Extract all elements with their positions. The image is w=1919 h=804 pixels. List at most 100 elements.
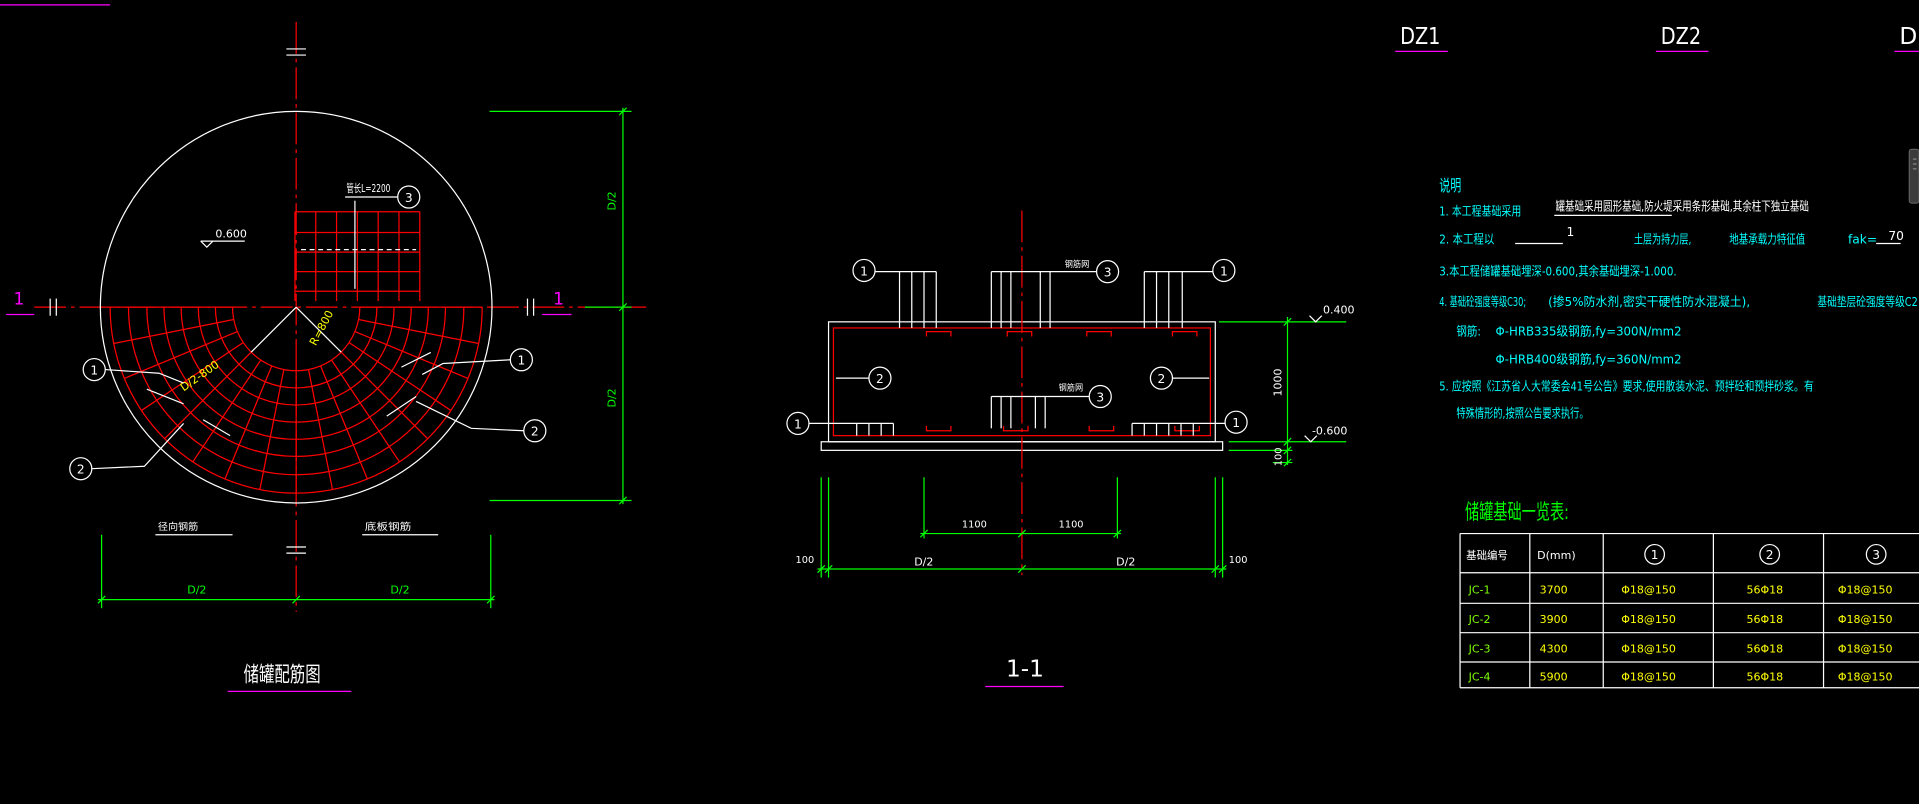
navigation-bar-panel[interactable] — [1908, 148, 1919, 204]
dimension-tick — [1017, 529, 1027, 538]
dimension-text: D/2 — [1116, 555, 1135, 568]
elevation-label: 0.600 — [215, 227, 247, 240]
callout-number: 1 — [90, 363, 98, 377]
dimension-text: D/2 — [606, 388, 619, 407]
radial-bar — [113, 318, 234, 345]
callout-right-lower: 2 — [415, 400, 547, 443]
callout-top-right: 1 — [1212, 258, 1236, 283]
callout-bottom-left: 1 — [786, 411, 810, 436]
callout-bottom-right: 1 — [1224, 410, 1248, 434]
design-notes: 说明 1. 本工程基础采用 罐基础采用圆形基础,防火堤采用条形基础,其余柱下独立… — [1439, 176, 1918, 420]
dimension-text: 100 — [1229, 555, 1248, 566]
dimension-tick — [618, 107, 628, 116]
callout-circle — [1149, 366, 1174, 390]
table-header-callout-circle — [1644, 543, 1666, 565]
dimension-tick — [817, 564, 826, 574]
table-cell-rebar-3: Φ18@150 — [1838, 642, 1893, 655]
dimension-text: D/2 — [390, 584, 409, 597]
dimension-ticks — [97, 107, 628, 604]
dimension-tick — [824, 564, 833, 574]
dimension-text: D/2 — [187, 584, 206, 597]
rebar-hook — [925, 425, 952, 432]
table-cell-rebar-1: Φ18@150 — [1621, 670, 1676, 683]
dimension-tick — [1211, 564, 1220, 574]
table-cell-rebar-1: Φ18@150 — [1621, 613, 1676, 626]
note-2-fak-value: 70 — [1888, 229, 1904, 243]
radial-bar — [340, 351, 429, 440]
callout-leader — [105, 368, 184, 384]
break-mark-bottom — [286, 546, 306, 554]
table-cell-rebar-3: Φ18@150 — [1838, 670, 1893, 683]
table-title: 储罐基础一览表: — [1465, 500, 1569, 524]
break-mark-right — [526, 298, 535, 316]
callout-number: 3 — [405, 191, 413, 205]
radius-leader — [295, 306, 342, 353]
dimension-text: 100 — [796, 555, 815, 566]
dimension-tick — [97, 595, 106, 604]
dimension-tick — [1283, 446, 1292, 455]
detail-header-partial: D — [1899, 23, 1917, 50]
note-1-value: 罐基础采用圆形基础,防火堤采用条形基础,其余柱下独立基础 — [1556, 198, 1809, 213]
navigation-bar[interactable] — [1908, 148, 1919, 204]
note-5-continued: 特殊情形的,按照公告要求执行。 — [1456, 405, 1588, 420]
section-view: 1 3 1 2 2 3 1 1 钢筋网 钢筋网 — [786, 210, 1354, 688]
rebar-marker — [146, 388, 184, 405]
rebar-hook — [1088, 425, 1115, 432]
radial-bar — [358, 318, 479, 345]
note-4-b: (掺5%防水剂,密实干硬性防水混凝土), — [1548, 294, 1750, 309]
callout-circle — [1095, 260, 1120, 284]
table-cell-diameter: 5900 — [1540, 670, 1568, 683]
rebar-marker — [401, 351, 432, 368]
callout-leader — [421, 359, 511, 376]
tank-outline-circle — [99, 110, 493, 504]
plan-view: 1 1 管长L=2200 3 0.600 R=800 D/2-800 1 — [6, 22, 647, 693]
callout-number: 2 — [1158, 372, 1166, 386]
height-dimension-text: 1000 — [1271, 368, 1284, 396]
rebar-markers — [146, 351, 432, 437]
dimension-text: 1100 — [1059, 519, 1084, 530]
callout-number: 2 — [876, 372, 884, 386]
table-cell-rebar-1: Φ18@150 — [1621, 584, 1676, 597]
callout-circle — [397, 185, 421, 209]
plan-title: 储罐配筋图 — [244, 663, 321, 687]
callout-mid-right: 2 — [1149, 366, 1174, 390]
table-cell-diameter: 3900 — [1540, 613, 1568, 626]
ring-bar — [231, 307, 361, 372]
table-cell-id: JC-3 — [1468, 642, 1491, 655]
note-5: 5. 应按照《江苏省人大常委会41号公告》要求,使用散装水泥、预拌砼和预拌砂浆。… — [1439, 378, 1813, 393]
section-mark-right: 1 — [542, 290, 572, 316]
table-cell-id: JC-2 — [1468, 613, 1491, 626]
callout-leader — [91, 423, 185, 470]
callout-number: 3 — [1104, 266, 1112, 280]
rebar-hook — [1002, 425, 1029, 432]
section-mark-number: 1 — [13, 290, 24, 310]
callout-left-upper: 1 — [82, 357, 184, 384]
table-cell-rebar-3: Φ18@150 — [1838, 584, 1893, 597]
callout-left-lower: 2 — [69, 423, 185, 481]
detail-header-dz1: DZ1 — [1400, 23, 1440, 50]
note-rebar-label: 钢筋: — [1456, 323, 1480, 338]
table-header-callout-circle — [1865, 543, 1887, 565]
rebar-hooks — [925, 331, 1200, 432]
callout-number: 1 — [517, 354, 525, 368]
dimension-tick — [1218, 564, 1227, 574]
detail-header-dz2: DZ2 — [1661, 23, 1701, 50]
rebar-hook — [1174, 425, 1200, 432]
dimension-tick — [618, 303, 628, 312]
note-2-layer: 1 — [1567, 225, 1575, 239]
dimension-tick — [1113, 529, 1122, 538]
note-rebar-hrb335: Φ-HRB335级钢筋,fy=300N/mm2 — [1496, 323, 1682, 338]
table-cell-diameter: 4300 — [1540, 642, 1568, 655]
radial-bar — [319, 365, 368, 480]
callout-circle — [1212, 258, 1236, 283]
radial-rebar-label: 径向钢筋 — [158, 520, 199, 533]
pad-dimension-text: 100 — [1273, 448, 1284, 467]
radius-leader — [250, 306, 297, 353]
callout-circle — [852, 258, 876, 283]
callout-leader — [415, 400, 524, 432]
callout-circle — [868, 366, 892, 390]
note-4-a: 4. 基础砼强度等级C30; — [1439, 294, 1526, 309]
note-3: 3.本工程储罐基础埋深-0.600,其余基础埋深-1.000. — [1439, 263, 1676, 278]
